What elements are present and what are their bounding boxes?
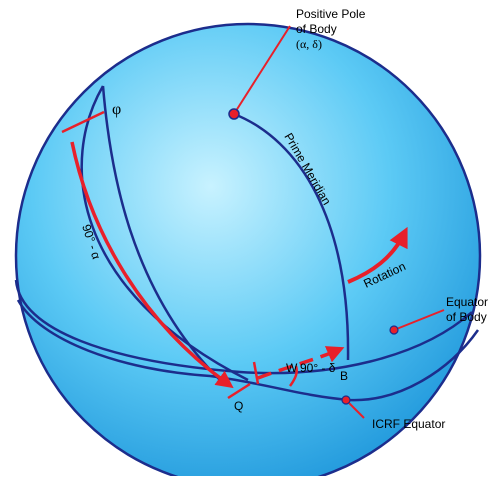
body-equator-label-line1: Equator — [446, 295, 488, 309]
icrf-equator-label: ICRF Equator — [372, 417, 445, 431]
q-label: Q — [234, 399, 243, 413]
rotation-arrow — [347, 226, 408, 284]
w-label: W — [286, 361, 298, 375]
arc-90-minus-alpha — [70, 141, 234, 389]
phi-tick — [61, 110, 105, 134]
q-tick — [227, 382, 251, 400]
pole-title-line2: of Body — [296, 22, 337, 36]
pole-leader-line — [233, 25, 291, 115]
icrf-equator-curve — [16, 299, 480, 402]
body-equator-leader — [393, 309, 445, 331]
body-equator-dot — [389, 325, 399, 335]
b-label: B — [340, 369, 348, 383]
phi-label: φ — [112, 101, 121, 118]
pole-title-line1: Positive Pole — [296, 7, 366, 21]
w-arrow — [257, 346, 345, 380]
icrf-equator-dot — [341, 395, 351, 405]
pole-dot — [228, 108, 240, 120]
left-meridian-inner — [101, 85, 221, 381]
angle-90-minus-delta — [288, 365, 298, 387]
ninety-minus-delta-label: 90° - δ — [300, 361, 336, 375]
sphere — [14, 22, 482, 481]
body-equator-label-line2: of Body — [446, 310, 487, 324]
prime-meridian-curve — [233, 112, 350, 361]
pole-coords: (α, δ) — [296, 37, 322, 51]
w-tick — [252, 361, 260, 385]
body-equator-curve — [14, 279, 473, 375]
